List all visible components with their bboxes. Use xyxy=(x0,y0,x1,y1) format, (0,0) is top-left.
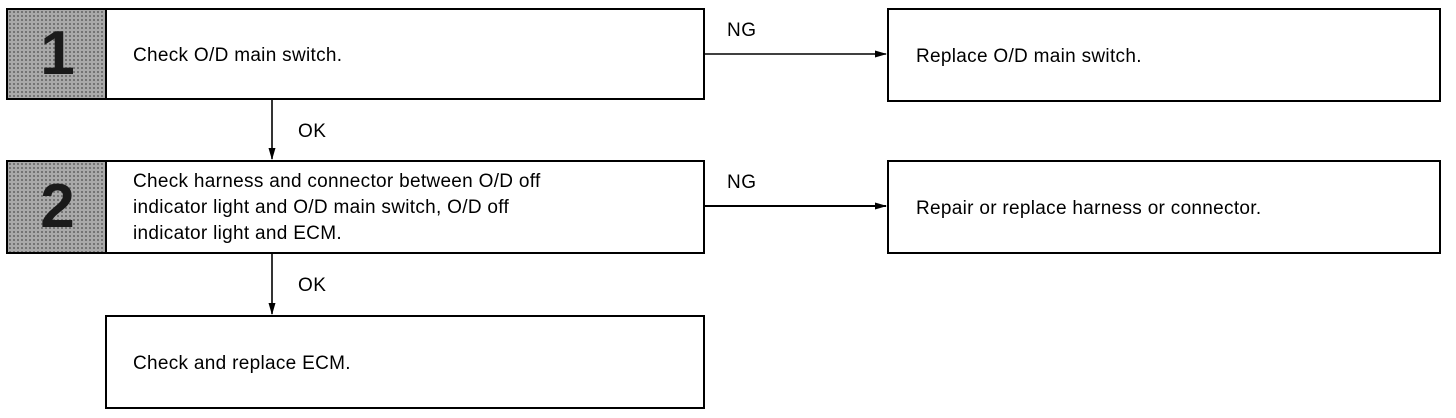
result-repair-harness-text: Repair or replace harness or connector. xyxy=(916,198,1262,219)
result-replace-switch-box: Replace O/D main switch. xyxy=(887,8,1441,102)
step-1-text: Check O/D main switch. xyxy=(133,45,343,66)
step-2-box: Check harness and connector between O/D … xyxy=(105,160,705,254)
result-check-ecm-box: Check and replace ECM. xyxy=(105,315,705,409)
step-1-box: Check O/D main switch. xyxy=(105,8,705,100)
result-repair-harness-box: Repair or replace harness or connector. xyxy=(887,160,1441,254)
step-1-number-text: 1 xyxy=(40,19,75,88)
ok-label-1: OK xyxy=(298,121,327,142)
step-2-number-text: 2 xyxy=(40,172,75,241)
step-2-number: 2 xyxy=(6,160,107,254)
ok-label-2: OK xyxy=(298,275,327,296)
ng-label-2: NG xyxy=(727,172,757,193)
result-replace-switch-text: Replace O/D main switch. xyxy=(916,46,1142,67)
result-check-ecm-text: Check and replace ECM. xyxy=(133,353,351,374)
ng-label-1: NG xyxy=(727,20,757,41)
step-1-number: 1 xyxy=(6,8,107,100)
step-2-text: Check harness and connector between O/D … xyxy=(133,171,541,244)
